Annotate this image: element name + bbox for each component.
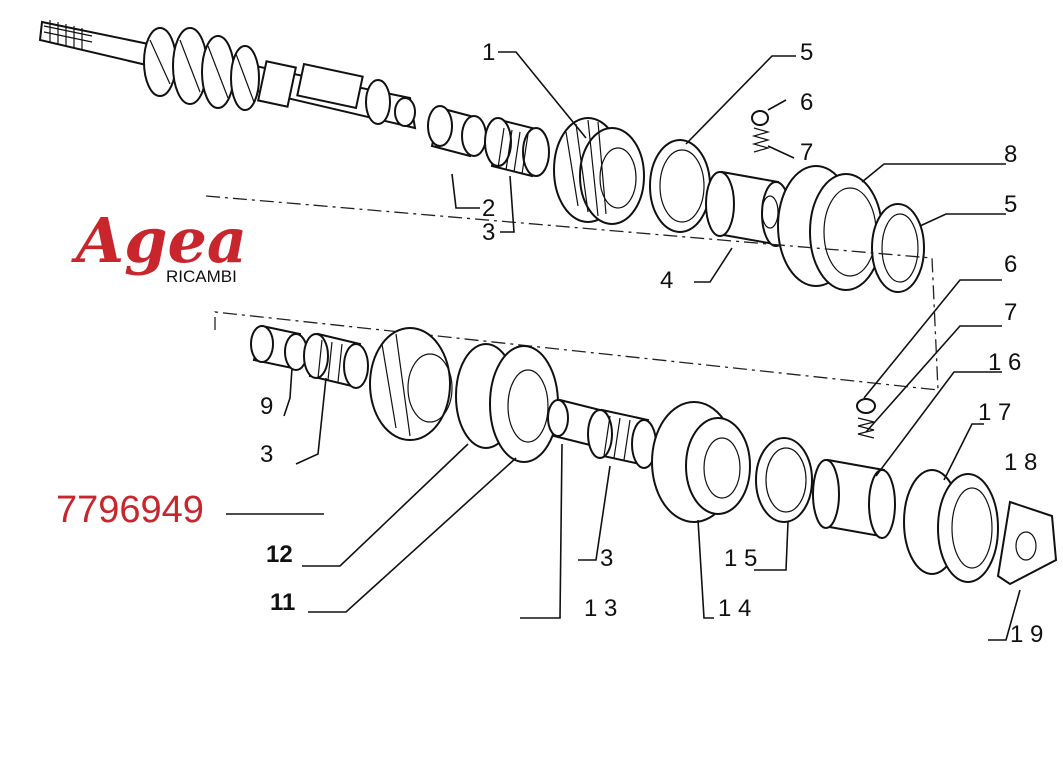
leader-lines	[226, 51, 1021, 641]
callout-15: 1 5	[724, 545, 757, 572]
brand-subtitle: RICAMBI	[166, 267, 237, 286]
callout-7-top: 7	[800, 139, 813, 166]
part-5-synchro-ring-right	[871, 203, 925, 293]
part-15-synchro-ring	[755, 437, 813, 523]
callout-16: 1 6	[988, 349, 1021, 376]
callout-6-top: 6	[800, 89, 813, 116]
callout-1: 1	[482, 39, 495, 66]
part-7-spring-top	[751, 127, 771, 153]
callout-12: 12	[266, 541, 293, 568]
part-19-plate	[996, 500, 1058, 586]
callout-13: 1 3	[584, 595, 617, 622]
part-7-spring-bottom	[857, 417, 875, 439]
part-14-gear	[651, 401, 751, 523]
part-17-sleeve	[903, 469, 999, 583]
part-11-bearing	[455, 343, 559, 463]
callout-14: 1 4	[718, 595, 751, 622]
callout-5-right: 5	[1004, 191, 1017, 218]
part-5-synchro-ring-top	[649, 139, 711, 233]
part-number: 7796949	[56, 489, 204, 531]
axis-line	[205, 195, 939, 391]
callout-3-top: 3	[482, 219, 495, 246]
part-6-detent-bottom	[856, 398, 876, 414]
part-9-bushing	[250, 324, 308, 371]
part-3-needle-bearing-left	[303, 332, 369, 389]
part-1-helical-gear	[553, 117, 645, 225]
part-12-gear	[369, 327, 453, 441]
callout-5-top: 5	[800, 39, 813, 66]
part-3-needle-bearing-center	[587, 408, 657, 469]
callout-17: 1 7	[978, 399, 1011, 426]
part-13-spacer	[547, 398, 602, 448]
main-shaft	[38, 20, 417, 130]
callout-3-center: 3	[600, 545, 613, 572]
callout-9: 9	[260, 393, 273, 420]
brand-name: Agea	[71, 204, 247, 277]
part-8-sleeve	[777, 165, 883, 291]
callout-6-right: 6	[1004, 251, 1017, 278]
callout-18: 1 8	[1004, 449, 1037, 476]
callout-8: 8	[1004, 141, 1017, 168]
callout-3-left: 3	[260, 441, 273, 468]
part-16-synchro-hub	[812, 458, 896, 539]
callout-11: 11	[270, 589, 295, 616]
callout-19: 1 9	[1010, 621, 1043, 648]
callout-2: 2	[482, 195, 495, 222]
part-6-detent-top	[751, 110, 769, 126]
callout-labels: 1 2 3 4 5 6 7 8 5 6 7 9 3 1 6 1 7 1 8 12…	[260, 39, 1043, 648]
callout-4: 4	[660, 267, 673, 294]
part-2-bushing	[427, 105, 487, 158]
brand-logo: Agea RICAMBI	[71, 204, 247, 286]
callout-7-right: 7	[1004, 299, 1017, 326]
part-3-needle-bearing-top	[484, 117, 550, 178]
